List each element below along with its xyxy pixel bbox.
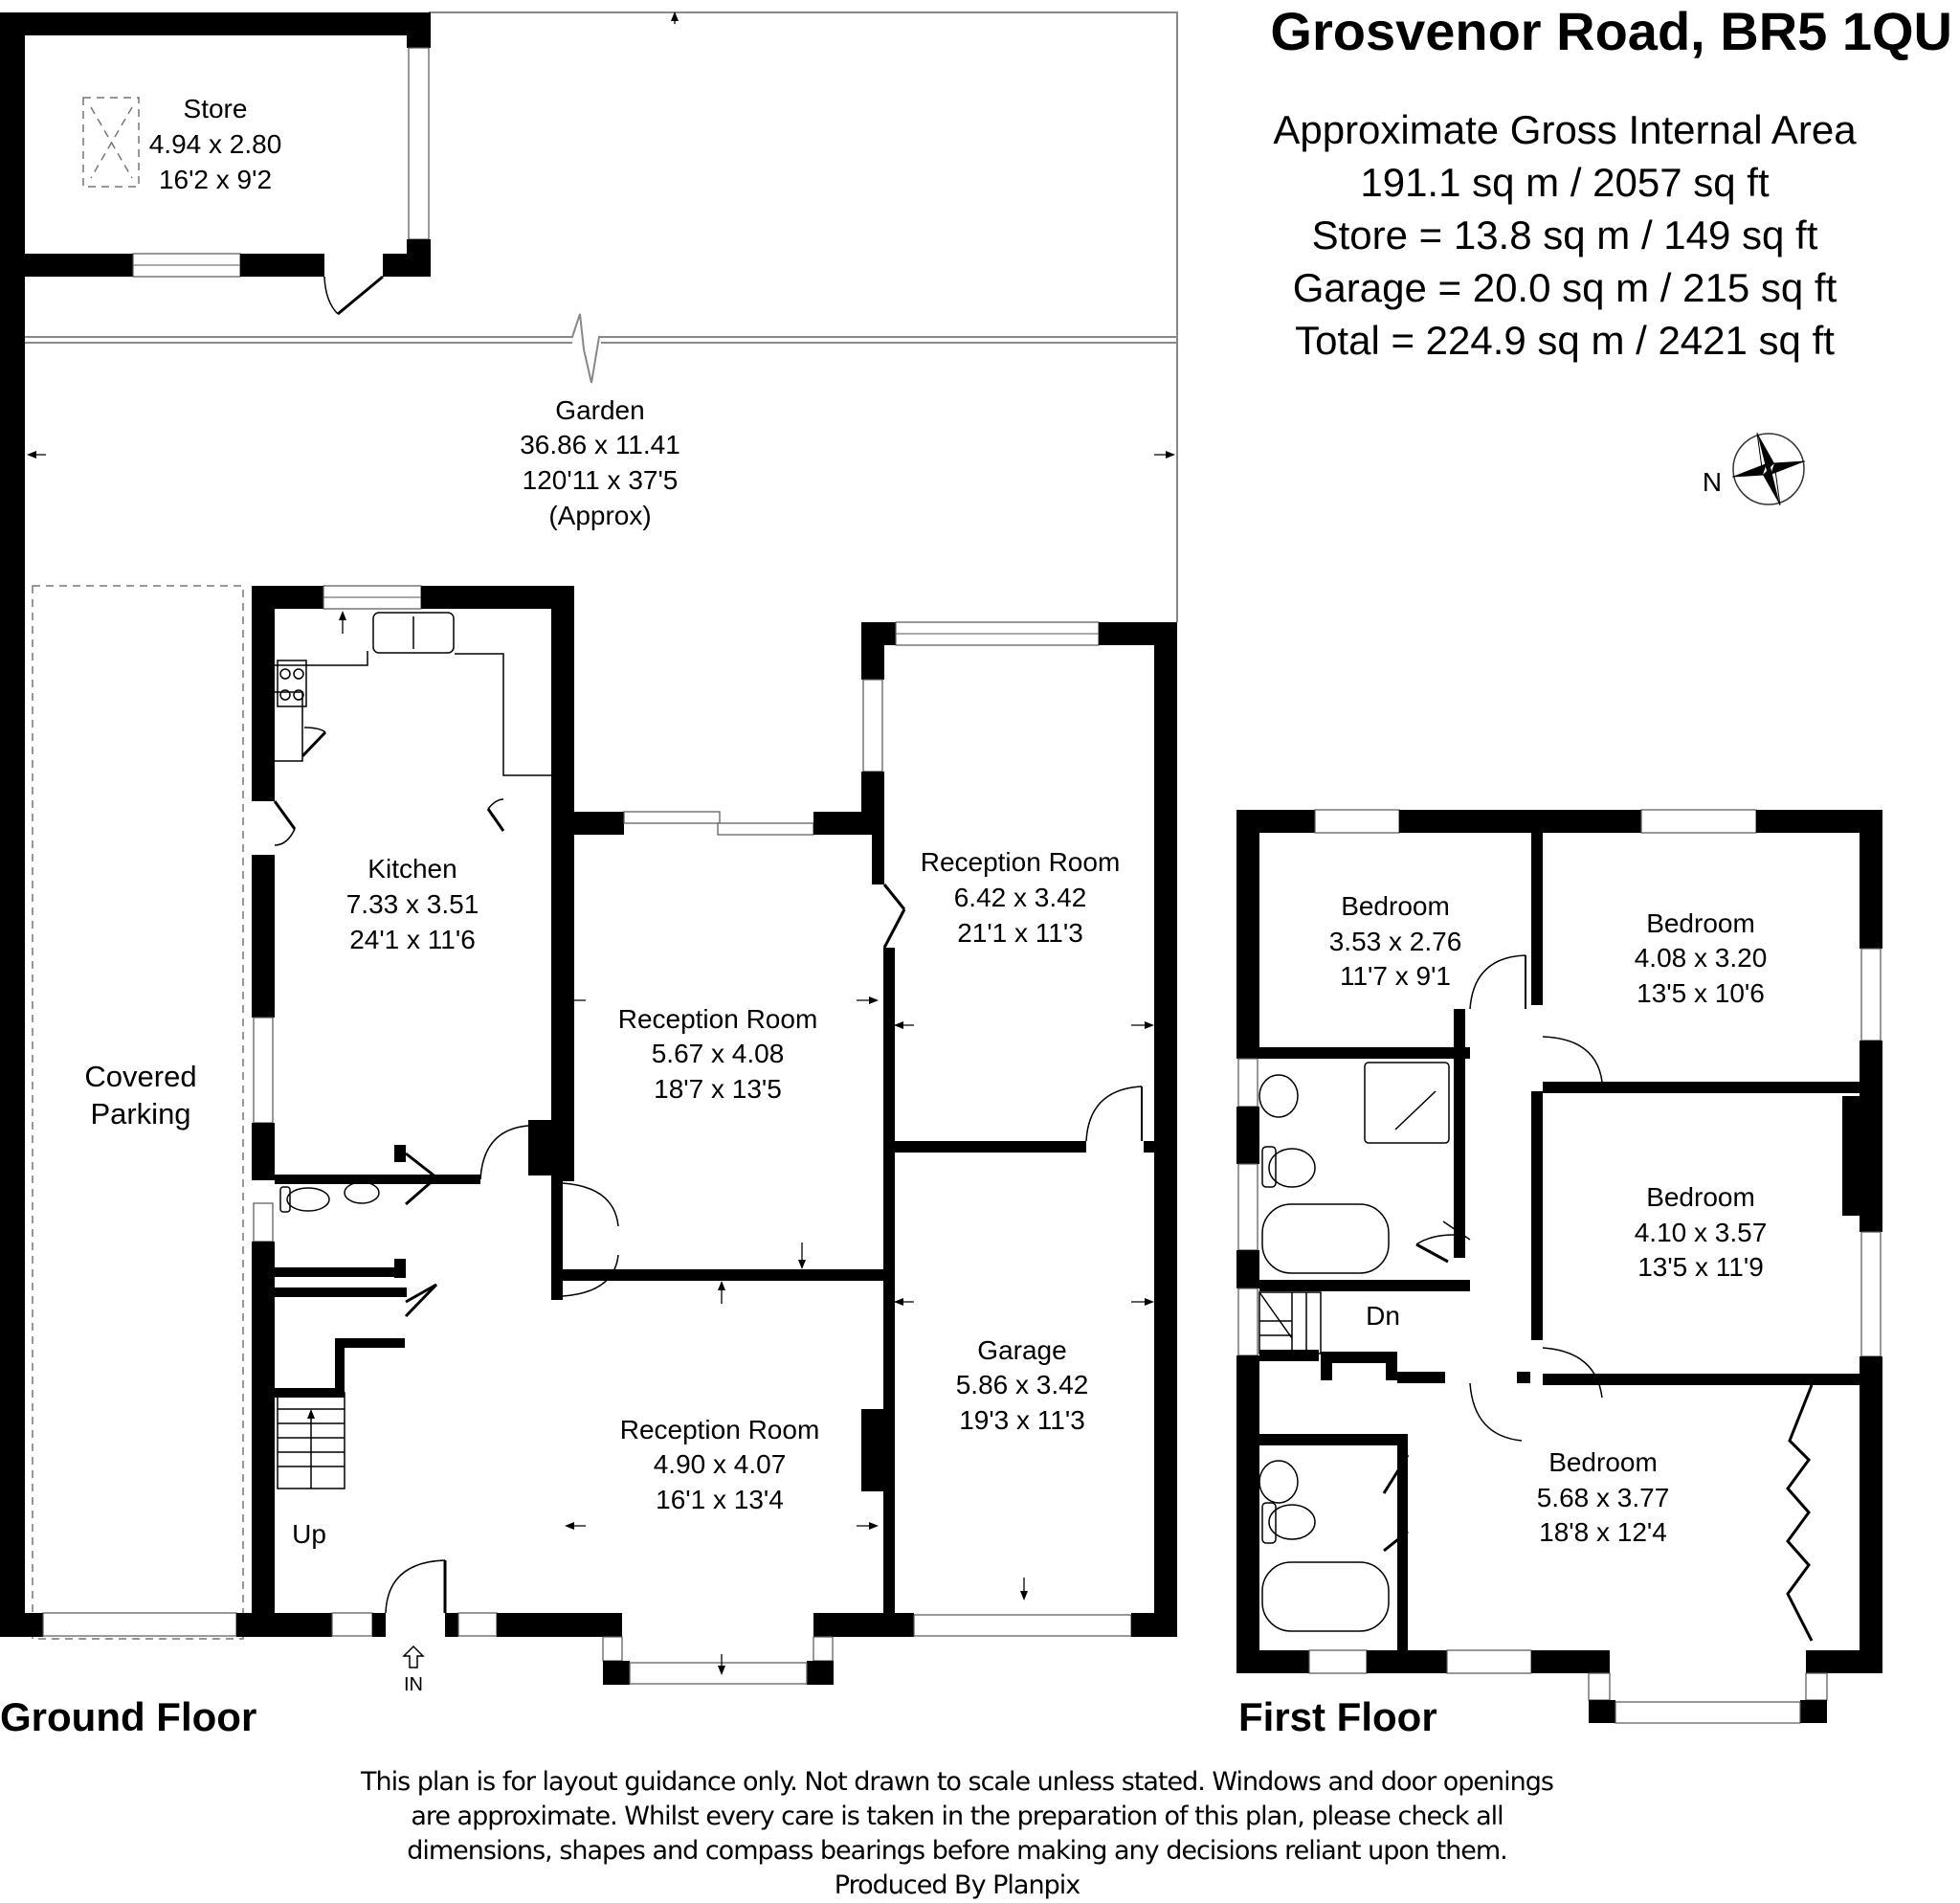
reception-room-3-and-garage-structure <box>554 1409 1177 1685</box>
room-imperial: 18'7 x 13'5 <box>654 1074 782 1104</box>
room-metric: 4.90 x 4.07 <box>654 1449 787 1479</box>
room-metric: 3.53 x 2.76 <box>1329 927 1462 956</box>
first-floor-plan <box>1236 809 1882 1724</box>
room-imperial: 21'1 x 11'3 <box>957 918 1083 948</box>
room-metric: 5.86 x 3.42 <box>956 1370 1089 1399</box>
disclaimer: This plan is for layout guidance only. N… <box>287 1765 1627 1903</box>
kitchen-structure <box>252 585 574 1637</box>
disclaimer-line: are approximate. Whilst every care is ta… <box>411 1802 1503 1831</box>
reception-room-2-structure <box>861 621 1177 1637</box>
room-metric: 36.86 x 11.41 <box>520 430 680 459</box>
area-store: Store = 13.8 sq m / 149 sq ft <box>1311 213 1818 257</box>
room-metric: 6.42 x 3.42 <box>954 883 1087 912</box>
room-imperial: 11'7 x 9'1 <box>1340 961 1451 991</box>
room-name: Store <box>184 94 248 123</box>
room-imperial: 19'3 x 11'3 <box>959 1405 1085 1435</box>
room-imperial: 120'11 x 37'5 <box>523 465 679 495</box>
stairs-up-label: Up <box>292 1519 326 1549</box>
room-metric: 7.33 x 3.51 <box>346 889 479 919</box>
room-name: Reception Room <box>921 847 1121 877</box>
disclaimer-line: dimensions, shapes and compass bearings … <box>407 1836 1508 1866</box>
area-total: Total = 224.9 sq m / 2421 sq ft <box>1295 318 1835 363</box>
area-heading: Approximate Gross Internal Area <box>1273 107 1857 152</box>
room-imperial: 13'5 x 10'6 <box>1637 978 1765 1008</box>
room-metric: 5.67 x 4.08 <box>652 1039 785 1068</box>
room-imperial: 24'1 x 11'6 <box>349 925 476 954</box>
compass-rose-icon <box>1731 432 1806 506</box>
reception-room-1-structure <box>551 811 883 1304</box>
area-summary: Approximate Gross Internal Area 191.1 sq… <box>1215 103 1914 367</box>
room-imperial: 18'8 x 12'4 <box>1539 1517 1667 1547</box>
entrance-label: IN <box>404 1674 423 1695</box>
area-main: 191.1 sq m / 2057 sq ft <box>1360 160 1770 205</box>
room-name: Bedroom <box>1548 1447 1658 1477</box>
room-metric: 5.68 x 3.77 <box>1537 1483 1670 1512</box>
covered-parking-label: Covered <box>84 1060 196 1093</box>
store-structure <box>0 12 431 316</box>
area-garage: Garage = 20.0 sq m / 215 sq ft <box>1292 265 1838 310</box>
room-name: Reception Room <box>620 1415 820 1444</box>
property-address: Grosvenor Road, BR5 1QU <box>1270 1 1952 61</box>
ground-floor-label: Ground Floor <box>0 1694 257 1739</box>
room-metric: 4.08 x 3.20 <box>1635 943 1768 973</box>
dimension-arrows <box>27 11 1175 1601</box>
room-name: Bedroom <box>1341 891 1450 921</box>
room-metric: 4.10 x 3.57 <box>1635 1218 1768 1247</box>
producer-credit: Produced By Planpix <box>834 1870 1080 1900</box>
hall-structure <box>275 1120 554 1668</box>
room-name: Bedroom <box>1646 1182 1755 1212</box>
compass-north-label: N <box>1703 467 1722 497</box>
ground-floor-plan <box>0 11 1178 1685</box>
stairs-down-label: Dn <box>1366 1301 1400 1331</box>
disclaimer-line: This plan is for layout guidance only. N… <box>361 1767 1554 1797</box>
room-name: Kitchen <box>368 854 457 884</box>
room-name: Reception Room <box>618 1004 818 1034</box>
room-name: Garden <box>555 395 644 425</box>
room-name: Bedroom <box>1646 908 1755 938</box>
room-metric: 4.94 x 2.80 <box>149 129 282 159</box>
room-imperial: 16'1 x 13'4 <box>656 1485 784 1514</box>
room-imperial: 13'5 x 11'9 <box>1637 1252 1764 1282</box>
covered-parking-label: Parking <box>90 1097 190 1131</box>
room-note: (Approx) <box>548 501 651 530</box>
first-floor-label: First Floor <box>1238 1694 1437 1739</box>
room-name: Garage <box>977 1335 1066 1365</box>
room-imperial: 16'2 x 9'2 <box>159 165 272 194</box>
